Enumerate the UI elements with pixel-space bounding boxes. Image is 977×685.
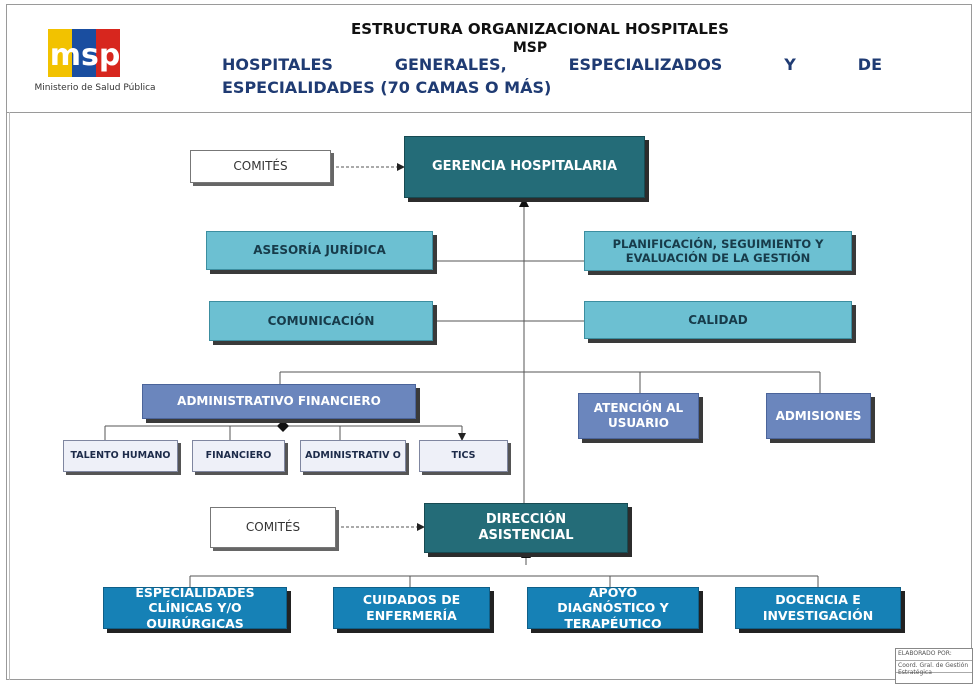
apoyo-diagnostico-box: APOYO DIAGNÓSTICO Y TERAPÉUTICO xyxy=(527,587,699,629)
atencion-usuario-box: ATENCIÓN AL USUARIO xyxy=(578,393,699,439)
calidad-box: CALIDAD xyxy=(584,301,852,339)
especialidades-box: ESPECIALIDADES CLÍNICAS Y/O QUIRÚRGICAS xyxy=(103,587,287,629)
signature-row-2: Coord. Gral. de Gestión Estratégica xyxy=(896,661,972,676)
signature-box: ELABORADO POR: Coord. Gral. de Gestión E… xyxy=(895,648,973,684)
direccion-asistencial-box: DIRECCIÓN ASISTENCIAL xyxy=(424,503,628,553)
administrativo-box: ADMINISTRATIV O xyxy=(300,440,406,472)
header-divider xyxy=(6,112,972,113)
msp-logo: msp xyxy=(48,29,121,77)
title-line-1: ESTRUCTURA ORGANIZACIONAL HOSPITALES xyxy=(351,20,729,38)
left-margin-line xyxy=(9,112,10,680)
planificacion-box: PLANIFICACIÓN, SEGUIMIENTO Y EVALUACIÓN … xyxy=(584,231,852,271)
signature-row-1: ELABORADO POR: xyxy=(896,649,972,661)
comites-top-box: COMITÉS xyxy=(190,150,331,183)
comites-bottom-box: COMITÉS xyxy=(210,507,336,548)
asesoria-juridica-box: ASESORÍA JURÍDICA xyxy=(206,231,433,270)
title-line-2: MSP xyxy=(512,40,548,56)
svg-text:msp: msp xyxy=(50,38,121,73)
tics-box: TICS xyxy=(419,440,508,472)
cuidados-enfermeria-box: CUIDADOS DE ENFERMERÍA xyxy=(333,587,490,629)
administrativo-financiero-box: ADMINISTRATIVO FINANCIERO xyxy=(142,384,416,419)
admisiones-box: ADMISIONES xyxy=(766,393,871,439)
subtitle-line-1: HOSPITALES GENERALES, ESPECIALIZADOS Y D… xyxy=(222,55,882,74)
logo-caption: Ministerio de Salud Pública xyxy=(34,83,156,93)
subtitle-line-2: ESPECIALIDADES (70 CAMAS O MÁS) xyxy=(222,78,552,97)
page-frame xyxy=(6,4,972,680)
gerencia-hospitalaria-box: GERENCIA HOSPITALARIA xyxy=(404,136,645,198)
comunicacion-box: COMUNICACIÓN xyxy=(209,301,433,341)
docencia-investigacion-box: DOCENCIA E INVESTIGACIÓN xyxy=(735,587,901,629)
financiero-box: FINANCIERO xyxy=(192,440,285,472)
talento-humano-box: TALENTO HUMANO xyxy=(63,440,178,472)
